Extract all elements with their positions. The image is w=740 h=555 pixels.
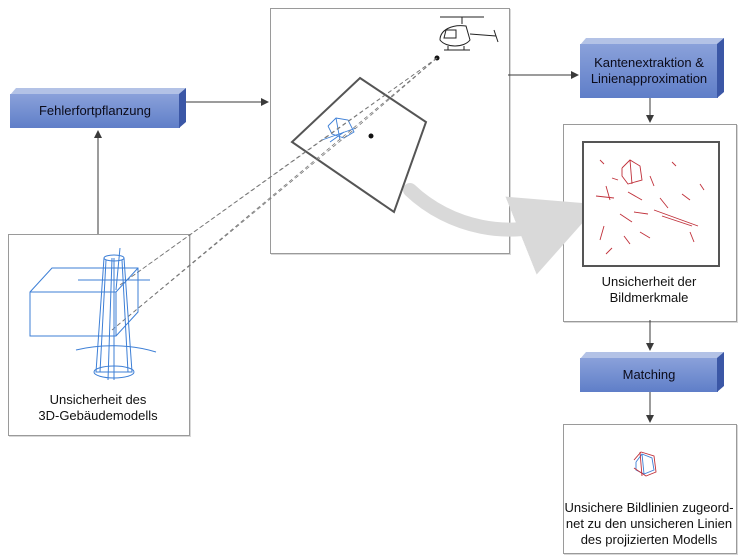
features-caption-line-2: Bildmerkmale: [609, 290, 689, 305]
model-caption-line-2: 3D-Gebäudemodells: [38, 408, 158, 423]
model-caption: Unsicherheit des 3D-Gebäudemodells: [8, 392, 188, 424]
features-caption: Unsicherheit der Bildmerkmale: [563, 274, 735, 306]
matched-caption-line-1: Unsichere Bildlinien zugeord-: [564, 500, 734, 515]
curved-arrow: [403, 183, 600, 275]
kantenextraktion-box: Kantenextraktion & Linienapproximation: [580, 38, 724, 98]
matched-caption-line-2: net zu den unsicheren Linien: [565, 516, 733, 531]
box-side: [179, 88, 186, 128]
kantenextraktion-line-1: Kantenextraktion &: [594, 55, 704, 70]
building-wireframe: [29, 247, 157, 381]
box-top: [580, 352, 724, 359]
matching-box: Matching: [580, 352, 724, 392]
matched-lines: [633, 451, 657, 477]
fehlerfortpflanzung-label: Fehlerfortpflanzung: [10, 94, 180, 128]
matched-panel: [563, 424, 737, 554]
features-caption-line-1: Unsicherheit der: [601, 274, 697, 289]
fehlerfortpflanzung-box: Fehlerfortpflanzung: [10, 88, 186, 128]
model-caption-line-1: Unsicherheit des: [49, 392, 147, 407]
matched-caption: Unsichere Bildlinien zugeord- net zu den…: [556, 500, 740, 548]
image-plane: [290, 76, 428, 214]
principal-point: [368, 133, 374, 139]
matched-caption-line-3: des projizierten Modells: [580, 532, 718, 547]
box-side: [717, 352, 724, 392]
kantenextraktion-label: Kantenextraktion & Linienapproximation: [580, 44, 718, 98]
projected-building: [321, 117, 357, 143]
matching-label: Matching: [580, 358, 718, 392]
feature-image-frame: [582, 141, 720, 267]
box-top: [580, 38, 724, 45]
projection-panel: [270, 8, 510, 254]
kantenextraktion-line-2: Linienapproximation: [590, 71, 708, 86]
projection-rays: [111, 57, 438, 331]
box-top: [10, 88, 186, 95]
box-side: [717, 38, 724, 98]
helicopter-icon: [439, 16, 499, 51]
feature-lines: [595, 159, 705, 255]
